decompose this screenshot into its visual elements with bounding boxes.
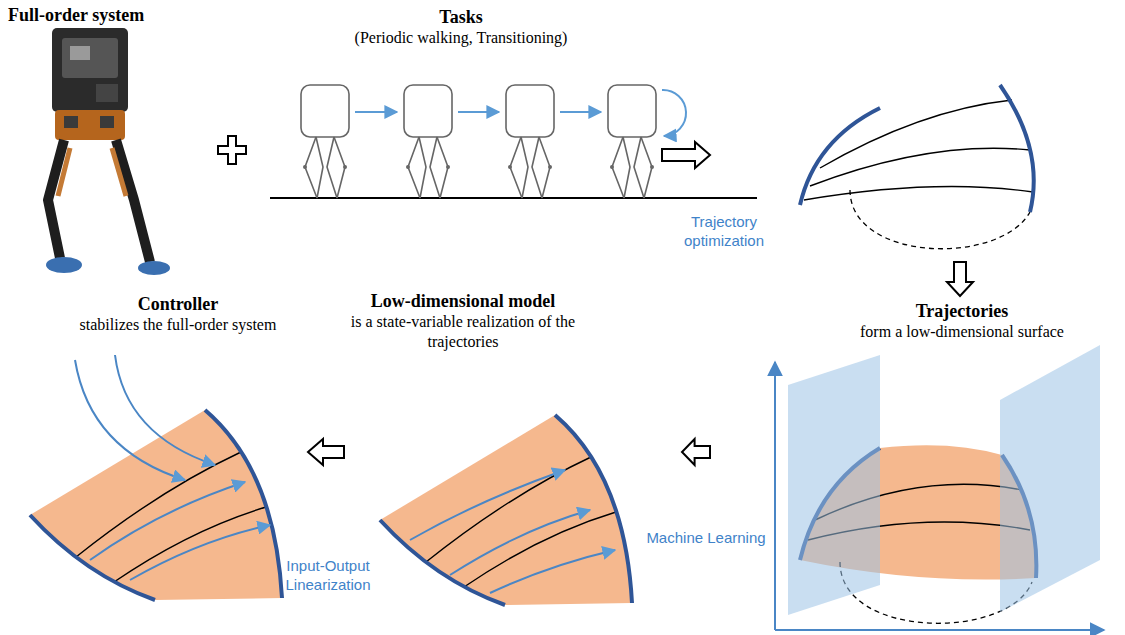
trajectory-bundle xyxy=(804,187,1033,200)
stage-description: form a low-dimensional surface xyxy=(812,322,1112,342)
controller-surface xyxy=(115,355,215,465)
task-strip xyxy=(506,85,554,198)
robot-illustration xyxy=(55,110,125,140)
robot-illustration xyxy=(100,116,114,128)
method-label: Trajectory optimization xyxy=(670,212,778,250)
task-strip xyxy=(404,85,452,198)
stage-panel: Full-order system xyxy=(8,4,208,290)
stage-heading: Full-order system xyxy=(8,4,208,26)
robot-illustration xyxy=(96,84,118,102)
text-block: Full-order system xyxy=(8,4,208,26)
stage-panel: Controllerstabilizes the full-order syst… xyxy=(10,285,306,612)
stage-panel: Tasks(Periodic walking, Transitioning) xyxy=(262,0,660,215)
trajectory-bundle xyxy=(850,190,1030,249)
text-block: Trajectoriesform a low-dimensional surfa… xyxy=(812,300,1112,342)
controller-surface xyxy=(75,360,185,480)
trajectory-bundle xyxy=(810,148,1030,186)
robot-illustration xyxy=(52,28,128,112)
controller-surface xyxy=(30,410,282,600)
task-strip xyxy=(608,85,656,198)
stage-heading: Controller xyxy=(50,293,306,315)
robot-illustration xyxy=(112,148,126,196)
method-label: Input-Output Linearization xyxy=(276,556,380,594)
task-strip xyxy=(662,90,686,136)
robot-illustration xyxy=(116,140,150,262)
trajectory-bundle xyxy=(800,108,880,205)
stage-description: (Periodic walking, Transitioning) xyxy=(262,28,660,48)
text-block: Tasks(Periodic walking, Transitioning) xyxy=(262,6,660,48)
stage-heading: Trajectories xyxy=(812,300,1112,322)
surface-3d xyxy=(788,355,880,615)
task-strip xyxy=(458,111,499,113)
task-strip xyxy=(270,85,757,198)
surface-3d xyxy=(1000,345,1100,612)
model-surface xyxy=(380,415,632,605)
trajectory-bundle xyxy=(800,85,1034,249)
controller-surface xyxy=(30,355,282,600)
model-surface xyxy=(410,470,565,540)
task-strip xyxy=(355,111,397,113)
plus-symbol xyxy=(218,136,246,164)
task-strip xyxy=(560,111,601,113)
surface-3d xyxy=(775,629,1104,631)
robot-illustration xyxy=(64,116,78,128)
controller-surface xyxy=(90,482,245,560)
robot-illustration xyxy=(48,140,64,258)
surface-3d xyxy=(774,362,776,630)
model-surface xyxy=(450,510,590,575)
task-strip xyxy=(301,85,349,198)
down-arrow xyxy=(947,262,973,296)
stage-heading: Low-dimensional model xyxy=(346,290,580,312)
stage-heading: Tasks xyxy=(262,6,660,28)
text-block: Low-dimensional modelis a state-variable… xyxy=(346,290,580,352)
robot-illustration xyxy=(46,28,170,275)
stage-panel: Trajectoriesform a low-dimensional surfa… xyxy=(712,70,1122,633)
stage-description: is a state-variable realization of the t… xyxy=(346,312,580,352)
robot-illustration xyxy=(46,257,82,273)
text-block: Controllerstabilizes the full-order syst… xyxy=(50,293,306,335)
method-label: Machine Learning xyxy=(638,528,774,547)
robot-illustration xyxy=(62,38,118,78)
flow-arrow xyxy=(308,439,344,465)
robot-illustration xyxy=(138,261,170,275)
flow-arrow xyxy=(662,142,710,168)
stage-panel: Low-dimensional modelis a state-variable… xyxy=(346,282,680,612)
model-surface xyxy=(380,415,632,605)
stage-description: stabilizes the full-order system xyxy=(50,315,306,335)
task-strip xyxy=(270,197,757,199)
robot-illustration xyxy=(58,148,70,196)
flow-arrow xyxy=(682,439,710,465)
trajectory-bundle xyxy=(1000,85,1034,212)
trajectory-bundle xyxy=(820,100,1012,168)
model-surface xyxy=(490,550,615,593)
controller-surface xyxy=(130,525,270,580)
surface-3d xyxy=(775,345,1104,630)
robot-illustration xyxy=(70,46,90,60)
